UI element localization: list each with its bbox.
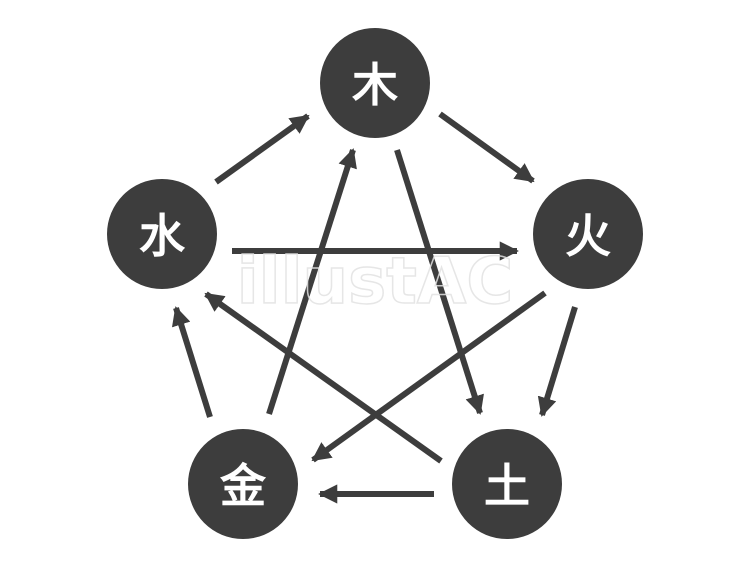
node-fire-label: 火 [565,209,611,263]
arrow-wood-to-earth [394,149,484,415]
node-water-label: 水 [139,209,186,263]
arrow-earth-to-water [204,291,443,464]
node-earth: 土 [452,429,562,539]
node-wood: 木 [320,28,430,138]
arrow-metal-to-wood [266,148,357,415]
arrow-fire-to-earth [537,306,578,417]
arrow-fire-to-metal [311,290,547,463]
arrow-metal-to-water [171,306,213,418]
node-wood-label: 木 [352,58,398,112]
overcoming-cycle [204,148,547,464]
node-water: 水 [107,179,217,289]
watermark-text: illustAC [237,245,514,319]
node-metal-label: 金 [219,459,267,513]
node-earth-label: 土 [484,459,530,513]
generating-cycle [171,111,578,504]
arrow-wood-to-fire [438,111,535,184]
arrow-water-to-wood [214,113,310,185]
node-fire: 火 [533,179,643,289]
node-metal: 金 [188,429,298,539]
